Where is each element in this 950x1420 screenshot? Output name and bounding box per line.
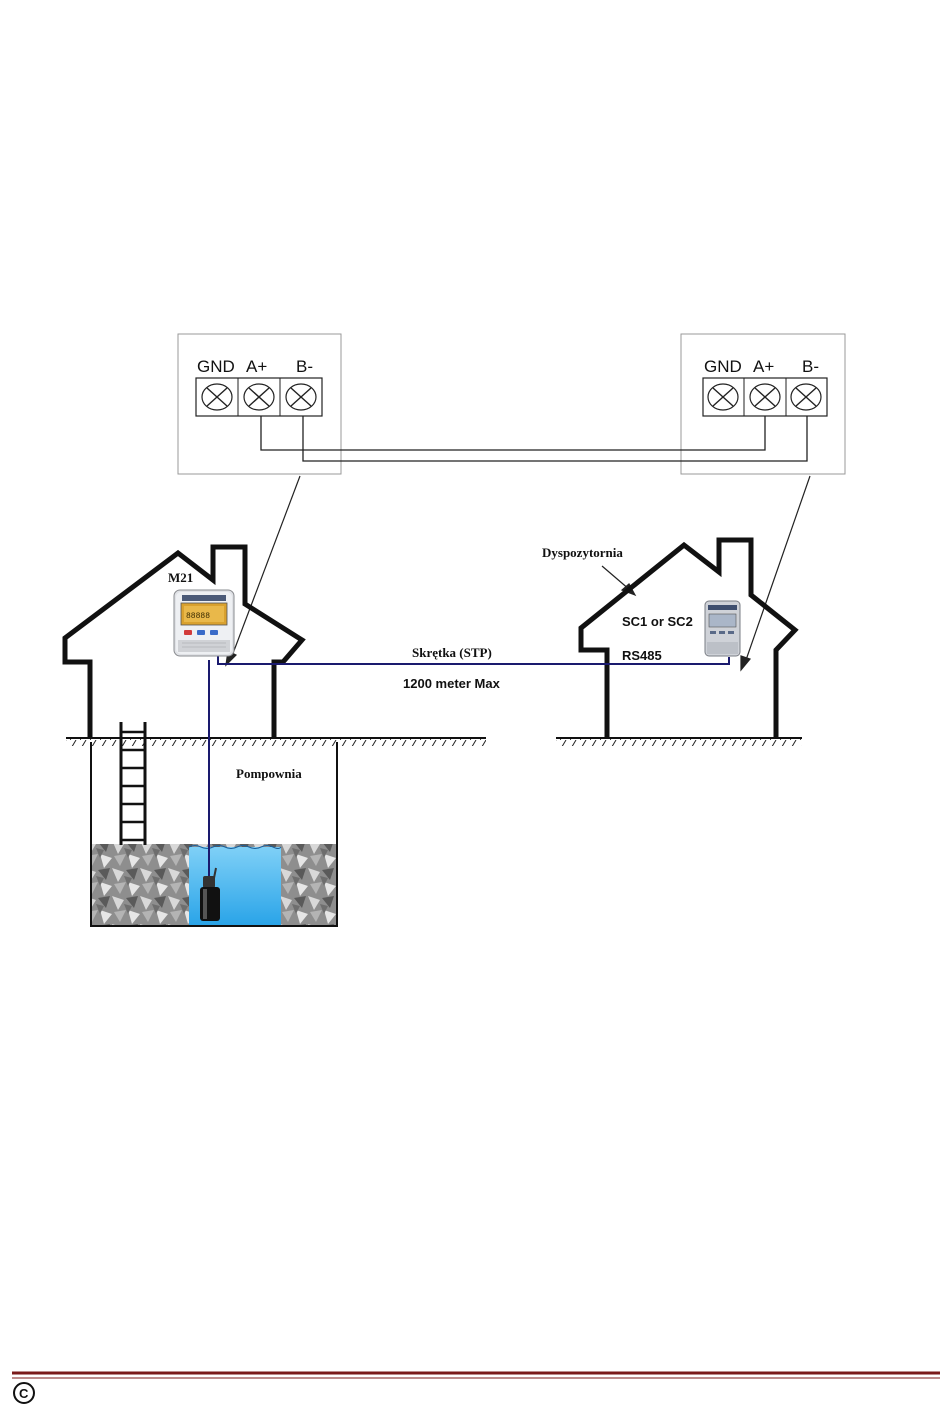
terminal-label-gnd: GND <box>197 357 235 376</box>
ground-line-left <box>66 738 486 746</box>
screw-terminal-a-plus <box>750 384 780 410</box>
terminal-label-gnd: GND <box>704 357 742 376</box>
label-m21: M21 <box>168 570 193 585</box>
screw-terminal-a-plus <box>244 384 274 410</box>
terminal-label-a-plus: A+ <box>246 357 267 376</box>
house-dispatch-building <box>581 540 795 738</box>
label-distance: 1200 meter Max <box>403 676 501 691</box>
callout-arrow-right <box>741 656 750 670</box>
terminal-label-b-minus: B- <box>296 357 313 376</box>
screw-terminal-b-minus <box>286 384 316 410</box>
ground-line-right <box>556 738 802 746</box>
screw-terminal-b-minus <box>791 384 821 410</box>
label-controller: SC1 or SC2 <box>622 614 693 629</box>
screw-terminal-gnd <box>708 384 738 410</box>
m21-controller-icon: 88888 <box>174 590 234 656</box>
svg-text:C: C <box>19 1386 29 1401</box>
label-pump-station: Pompownia <box>236 766 302 781</box>
label-dispatch: Dyspozytornia <box>542 545 623 560</box>
terminal-block-right: GND A+ B- <box>681 334 845 474</box>
label-cable: Skrętka (STP) <box>412 645 492 660</box>
footer: © C <box>12 1373 940 1403</box>
svg-text:88888: 88888 <box>186 612 210 621</box>
terminal-block-left: GND A+ B- <box>178 334 341 474</box>
terminal-label-a-plus: A+ <box>753 357 774 376</box>
screw-terminal-gnd <box>202 384 232 410</box>
terminal-label-b-minus: B- <box>802 357 819 376</box>
sc-controller-icon <box>705 601 740 656</box>
label-protocol: RS485 <box>622 648 662 663</box>
